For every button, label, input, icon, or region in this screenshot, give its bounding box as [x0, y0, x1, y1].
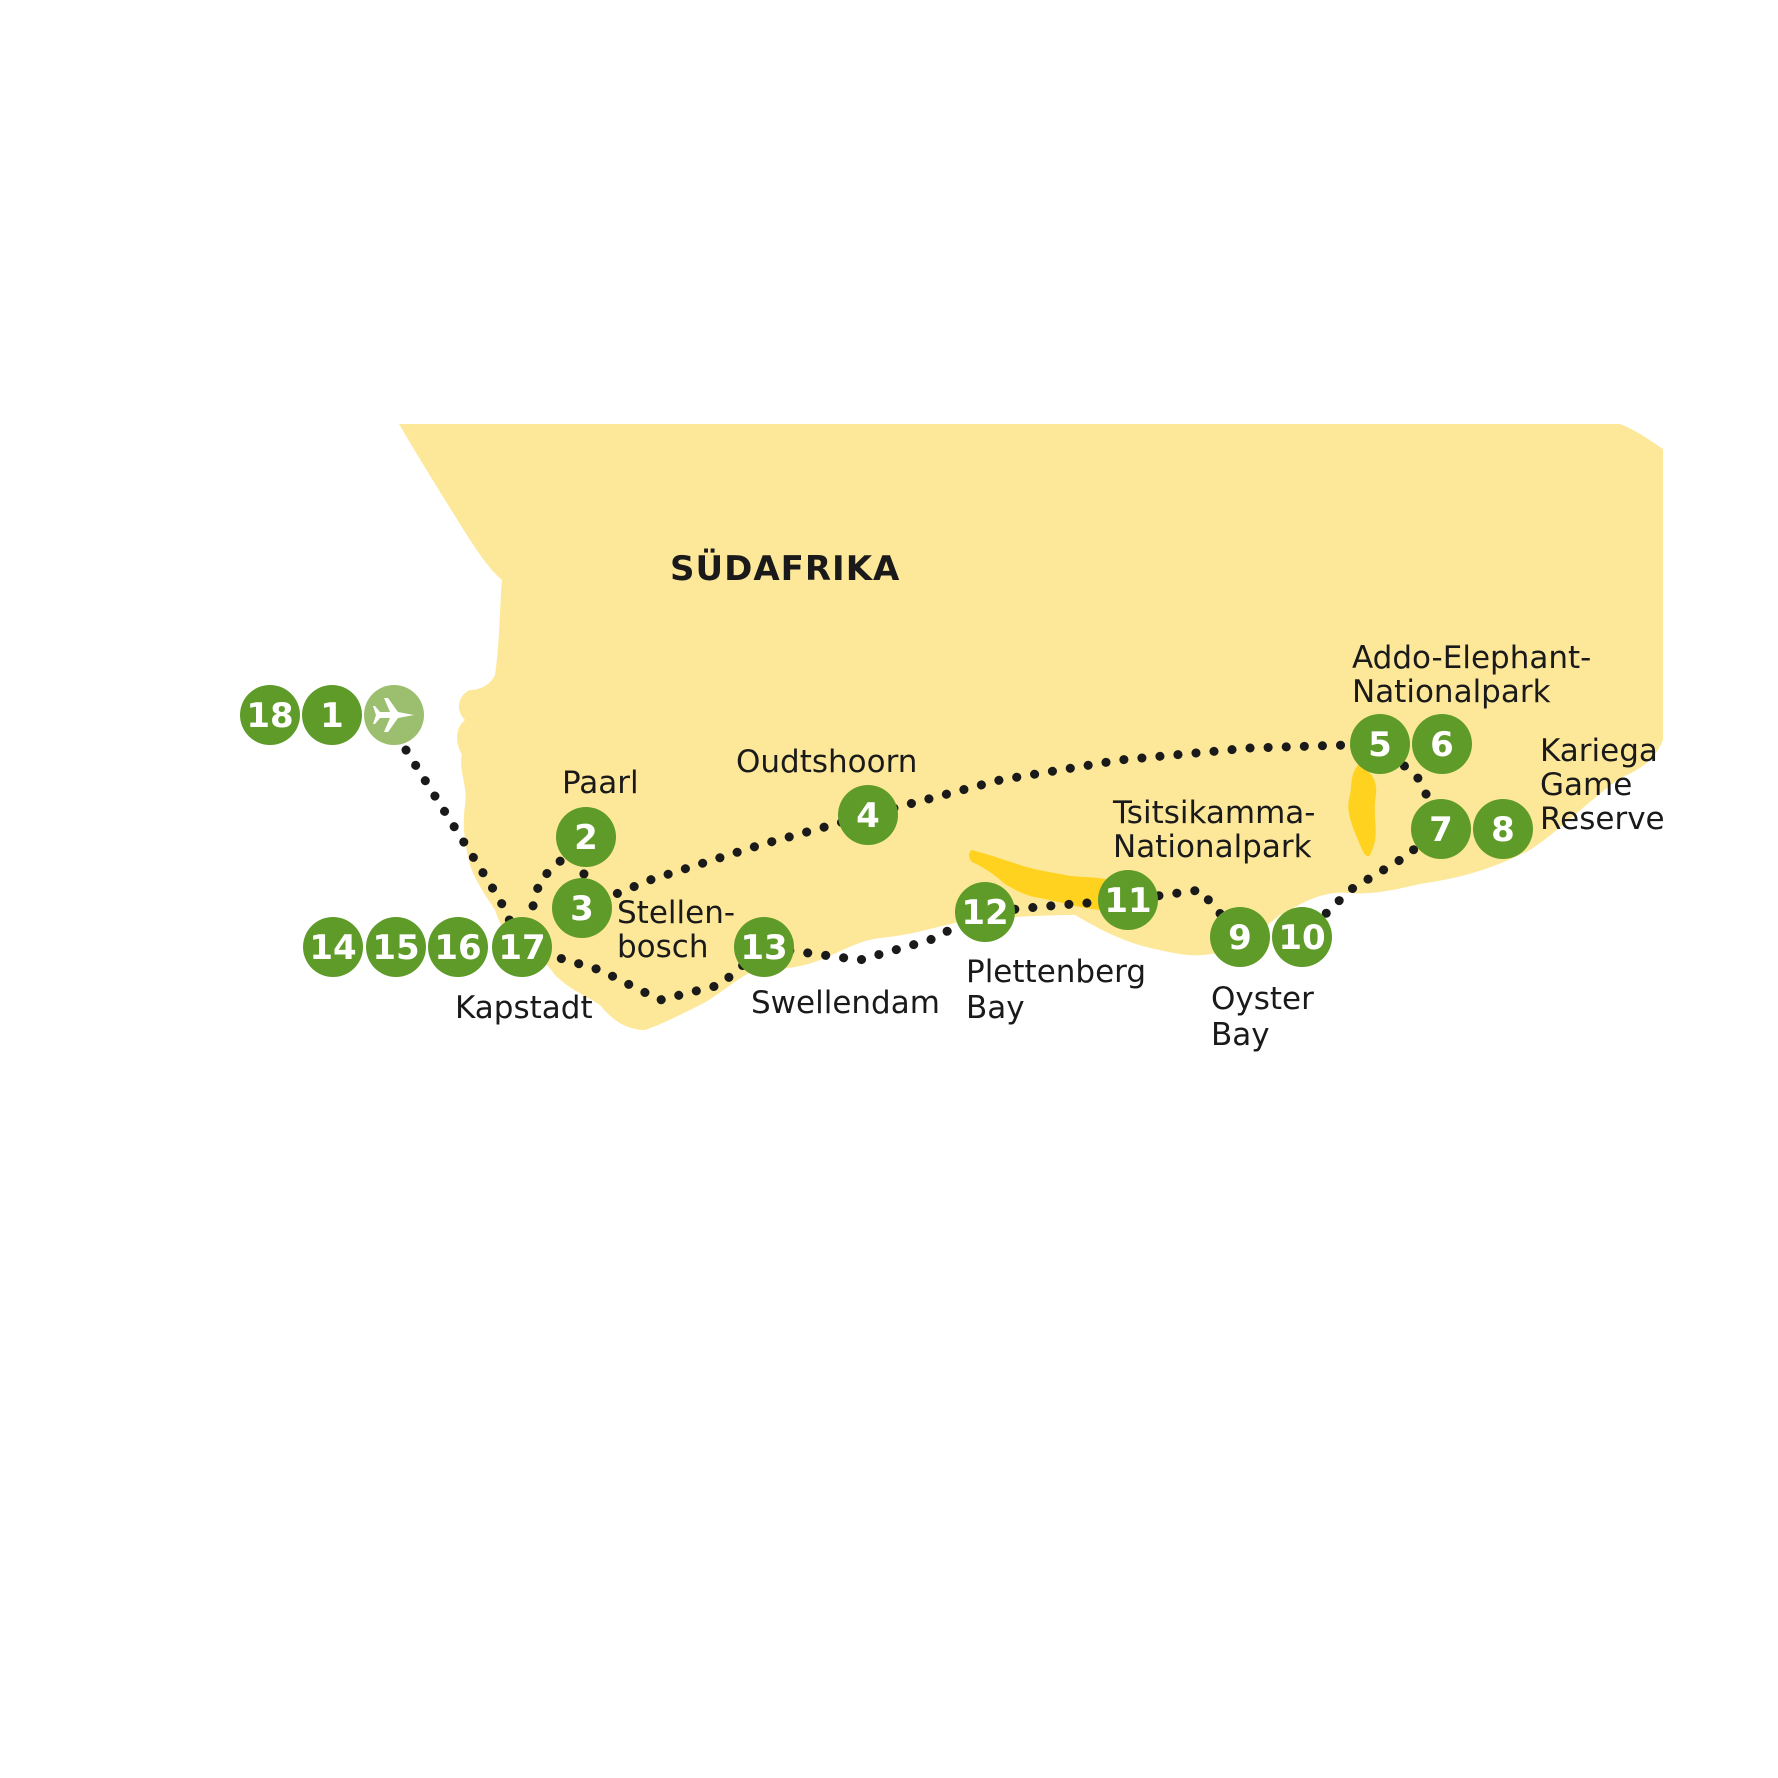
day-badge-3: 3 [552, 878, 612, 938]
day-badge-11: 11 [1098, 870, 1158, 930]
day-badge-5: 5 [1350, 714, 1410, 774]
day-badge-circle [240, 685, 300, 745]
place-label-line: Stellen- [617, 895, 735, 931]
place-label-line: Kariega [1540, 733, 1658, 769]
day-badge-8: 8 [1473, 799, 1533, 859]
day-badge-circle [428, 917, 488, 977]
place-label-line: Oyster [1211, 981, 1314, 1017]
place-label-line: bosch [617, 929, 709, 965]
day-badge-14: 14 [303, 917, 363, 977]
day-badge-number: 2 [574, 818, 598, 858]
place-label-line: Paarl [562, 765, 639, 801]
place-label-paarl: Paarl [562, 765, 639, 801]
place-label-line: Nationalpark [1113, 829, 1312, 865]
tsitsikamma-park-area [969, 850, 1113, 910]
land-area [399, 424, 1663, 1030]
day-badge-9: 9 [1210, 907, 1270, 967]
day-badge-circle [734, 917, 794, 977]
day-badge-2: 2 [556, 807, 616, 867]
airplane-shape [373, 698, 414, 732]
day-badge-circle [302, 685, 362, 745]
place-label-line: Oudtshoorn [736, 744, 917, 780]
day-badge-number: 1 [320, 696, 344, 736]
place-label-line: Game [1540, 767, 1632, 803]
place-label-oudtshoorn: Oudtshoorn [736, 744, 917, 780]
place-label-line: Nationalpark [1352, 674, 1551, 710]
day-badge-number: 10 [1278, 918, 1325, 958]
day-badge-circle [1412, 714, 1472, 774]
day-badge-number: 17 [498, 928, 545, 968]
day-badge-16: 16 [428, 917, 488, 977]
day-badge-circle [492, 917, 552, 977]
day-badge-number: 15 [372, 928, 419, 968]
day-badge-6: 6 [1412, 714, 1472, 774]
day-badge-circle [1210, 907, 1270, 967]
addo-park-area [1348, 765, 1377, 857]
day-badge-circle [1272, 907, 1332, 967]
place-label-line: Bay [966, 990, 1025, 1026]
day-badge-number: 16 [434, 928, 481, 968]
day-badge-circle [552, 878, 612, 938]
place-label-line: Plettenberg [966, 954, 1146, 990]
place-label-line: Tsitsikamma- [1112, 795, 1315, 831]
day-badge-circle [838, 785, 898, 845]
place-label-line: Addo-Elephant- [1352, 640, 1591, 676]
day-badge-number: 18 [246, 696, 293, 736]
day-badge-number: 8 [1491, 810, 1515, 850]
day-badge-circle [303, 917, 363, 977]
place-label-line: Swellendam [751, 985, 940, 1021]
country-label: SÜDAFRIKA [670, 548, 900, 589]
place-label-tsitsikamma: Tsitsikamma-Nationalpark [1112, 795, 1315, 865]
day-badge-circle [1350, 714, 1410, 774]
day-badge-number: 11 [1104, 881, 1151, 921]
place-label-swellendam: Swellendam [751, 985, 940, 1021]
day-badge-number: 12 [961, 893, 1008, 933]
day-badge-circle [556, 807, 616, 867]
day-badge-15: 15 [366, 917, 426, 977]
place-label-line: Kapstadt [455, 990, 593, 1026]
day-badge-number: 3 [570, 889, 594, 929]
day-badge-number: 4 [856, 796, 880, 836]
day-badge-17: 17 [492, 917, 552, 977]
day-badge-12: 12 [955, 882, 1015, 942]
day-badge-number: 5 [1368, 725, 1392, 765]
place-label-line: Bay [1211, 1017, 1270, 1053]
place-label-line: Reserve [1540, 801, 1665, 837]
airplane-icon [364, 685, 424, 745]
day-badge-circle [1411, 799, 1471, 859]
place-label-kapstadt: Kapstadt [455, 990, 593, 1026]
day-badge-number: 6 [1430, 725, 1454, 765]
day-badge-circle [1473, 799, 1533, 859]
day-badge-1: 1 [302, 685, 362, 745]
place-label-stellenbosch: Stellen-bosch [617, 895, 735, 965]
day-badge-4: 4 [838, 785, 898, 845]
day-badge-13: 13 [734, 917, 794, 977]
day-badge-circle [366, 917, 426, 977]
day-badge-number: 9 [1228, 918, 1252, 958]
day-badge-10: 10 [1272, 907, 1332, 967]
day-badge-circle [1098, 870, 1158, 930]
day-badge-7: 7 [1411, 799, 1471, 859]
day-badge-number: 13 [740, 928, 787, 968]
day-badge-number: 14 [309, 928, 356, 968]
day-badge-18: 18 [240, 685, 300, 745]
place-label-addo: Addo-Elephant-Nationalpark [1352, 640, 1591, 710]
day-badge-number: 7 [1429, 810, 1453, 850]
day-badge-circle [955, 882, 1015, 942]
